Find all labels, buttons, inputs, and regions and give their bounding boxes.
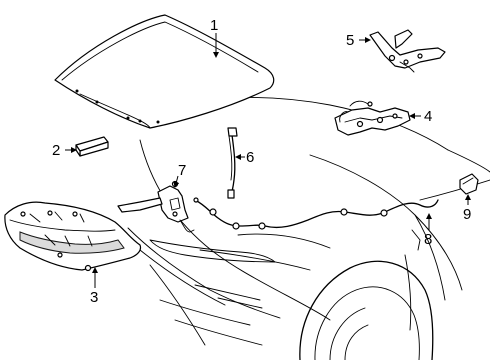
hood-release-cable [193,197,439,230]
callout-1: 1 [210,17,218,34]
hood-latch-assembly [334,100,411,136]
hood-lock-assembly [117,180,195,233]
callout-3: 3 [90,289,98,306]
hood-release-handle [459,173,479,195]
leader-lines [65,33,471,288]
callout-7: 7 [178,162,186,179]
callout-9: 9 [463,206,471,223]
engine-undercover [4,201,142,272]
vehicle-body-outline [127,97,490,360]
hood-hinge [369,29,446,73]
hood-bumper-part [75,136,109,157]
callout-4: 4 [424,108,432,125]
callout-labels: 1 2 3 4 5 6 7 8 9 [52,17,471,306]
callout-8: 8 [424,231,432,248]
callout-6: 6 [246,149,254,166]
hood-panel [54,14,275,129]
callout-2: 2 [52,142,60,159]
callout-5: 5 [346,32,354,49]
hood-support-rod [227,127,238,199]
